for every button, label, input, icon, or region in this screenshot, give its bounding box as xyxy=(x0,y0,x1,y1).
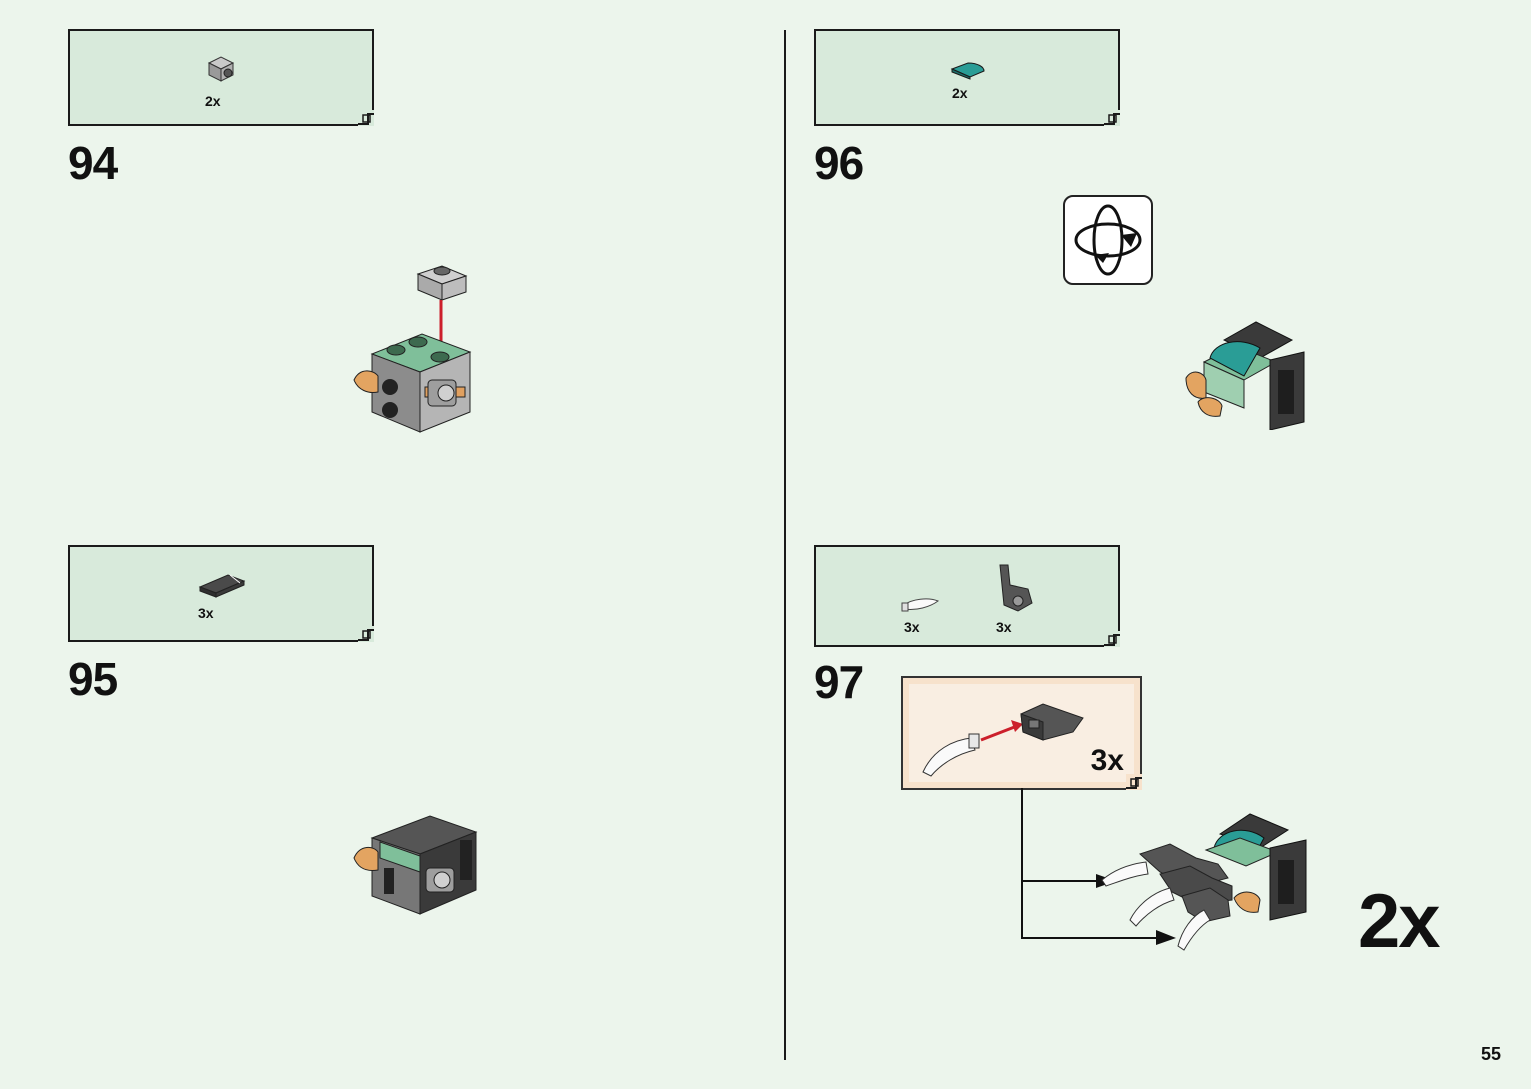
part-qty: 3x xyxy=(904,619,920,635)
dark-gray-tile-piece-icon xyxy=(196,571,248,599)
step-number-96: 96 xyxy=(814,136,863,190)
part-qty: 3x xyxy=(198,605,214,621)
step-number-94: 94 xyxy=(68,136,117,190)
model-multiplier: 2x xyxy=(1358,878,1439,965)
sub-assembly-callout: 3x xyxy=(901,676,1142,790)
step-95-model-illustration xyxy=(350,810,482,918)
dark-gray-clip-piece-icon xyxy=(992,561,1036,613)
teal-quarter-tile-piece-icon xyxy=(948,59,988,81)
parts-box-step-94: 2x xyxy=(68,29,374,126)
page-number: 55 xyxy=(1481,1044,1501,1065)
part-qty: 3x xyxy=(996,619,1012,635)
step-number-97: 97 xyxy=(814,655,863,709)
light-gray-bracket-piece-icon xyxy=(205,51,241,87)
rotate-model-icon xyxy=(1063,195,1153,285)
parts-box-step-97: 3x 3x xyxy=(814,545,1120,647)
step-97-model-illustration xyxy=(1100,808,1312,954)
white-claw-piece-icon xyxy=(900,595,942,615)
page-divider xyxy=(784,30,786,1060)
callout-qty: 3x xyxy=(1091,744,1124,778)
parts-box-step-95: 3x xyxy=(68,545,374,642)
part-qty: 2x xyxy=(952,85,968,101)
parts-box-step-96: 2x xyxy=(814,29,1120,126)
step-96-model-illustration xyxy=(1180,318,1310,430)
step-number-95: 95 xyxy=(68,652,117,706)
part-qty: 2x xyxy=(205,93,221,109)
step-94-model-illustration xyxy=(350,262,480,437)
sub-assembly-illustration xyxy=(913,690,1093,780)
